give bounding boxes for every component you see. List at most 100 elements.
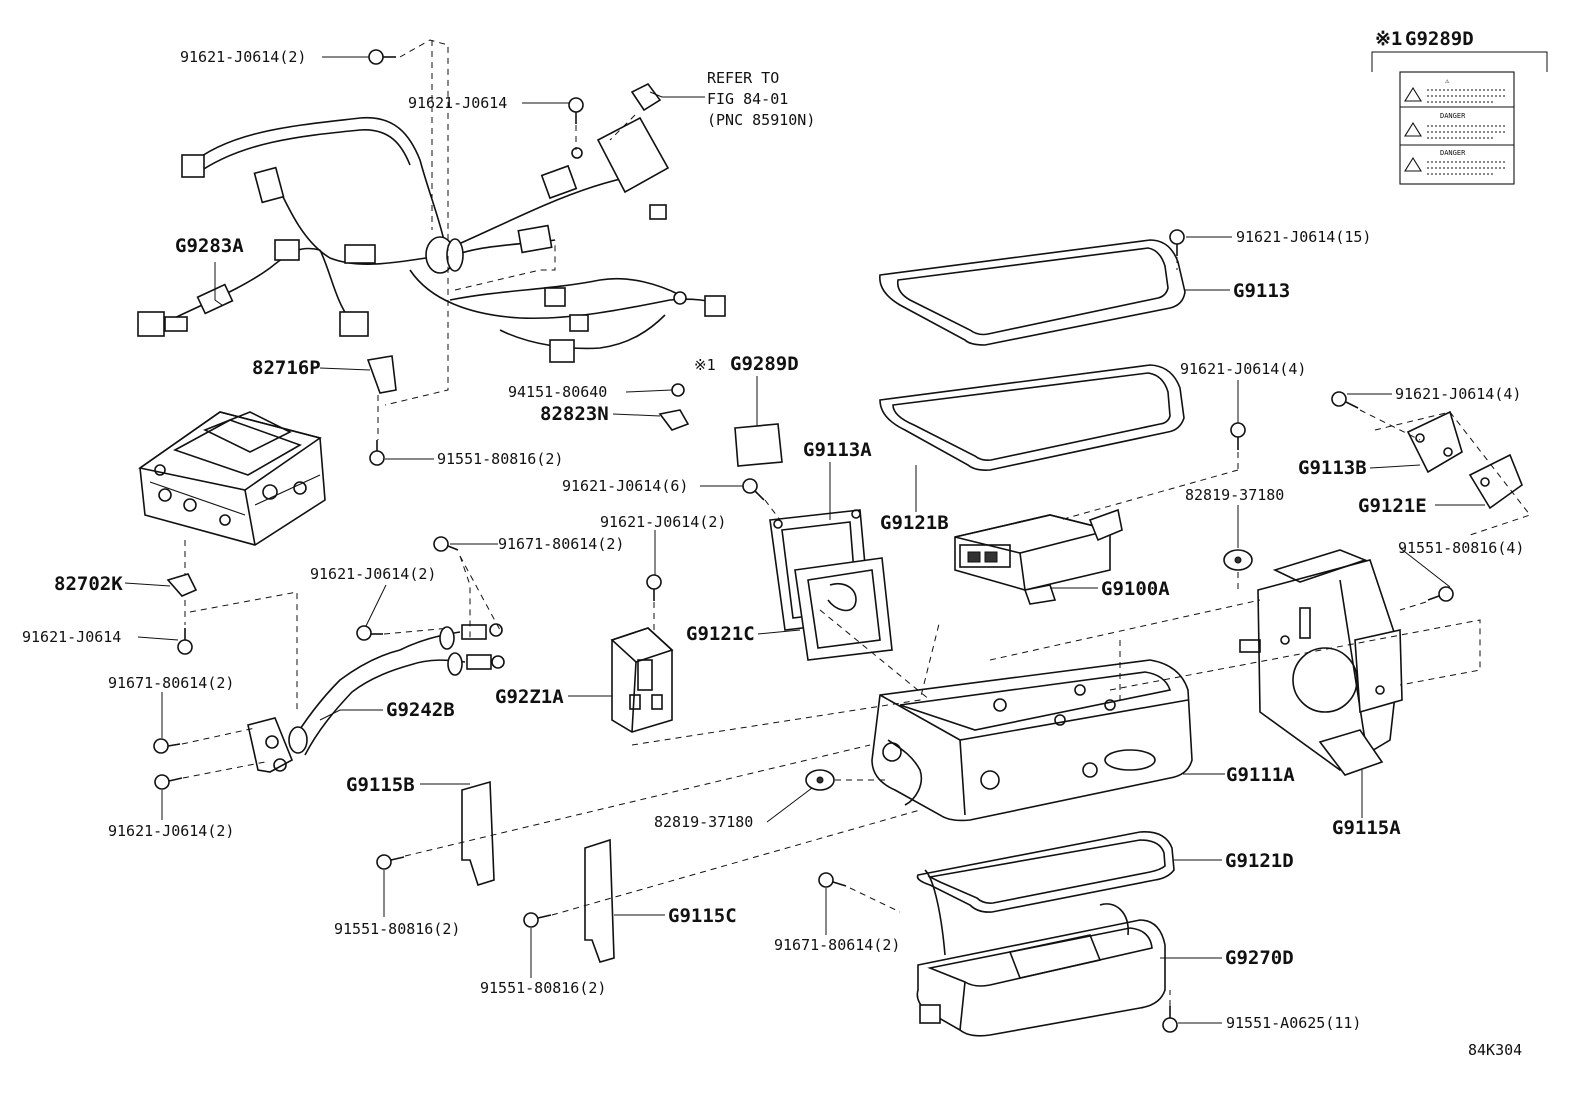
bolt-icon (818, 872, 847, 888)
wire-harness-g9283a (137, 82, 726, 363)
bolt-icon (1230, 422, 1246, 450)
callout-label[interactable]: 91551-80816(4) (1398, 539, 1524, 557)
bolt-icon (1427, 586, 1454, 602)
callout-label[interactable]: 82819-37180 (1185, 486, 1284, 504)
callout-label[interactable]: G9113B (1298, 457, 1367, 479)
plate-g9113b (1406, 410, 1463, 474)
note-mark: ※1 (694, 356, 716, 374)
callout-label[interactable]: 82819-37180 (654, 813, 753, 831)
callout-label[interactable]: 91551-A0625(11) (1226, 1014, 1361, 1032)
callout-label[interactable]: 91671-80614(2) (774, 936, 900, 954)
refer-note-line3: (PNC 85910N) (707, 111, 815, 129)
callout-label[interactable]: 91621-J0614(2) (600, 513, 726, 531)
sticker-g9289d (734, 423, 783, 467)
bracket-82702k (166, 573, 198, 597)
callout-label[interactable]: 94151-80640 (508, 383, 607, 401)
figure-code: 84K304 (1468, 1041, 1522, 1059)
caution-label-code: G9289D (1405, 28, 1474, 50)
gasket-g9121c (794, 557, 893, 661)
connector (181, 154, 205, 178)
callout-label[interactable]: 91621-J0614(2) (108, 822, 234, 840)
refer-note-line1: REFER TO (707, 69, 779, 87)
bolt-icon (1331, 391, 1359, 409)
gasket-g9121b (879, 364, 1185, 471)
alignment-lines (181, 39, 1531, 1006)
callout-label[interactable]: 91621-J0614(2) (180, 48, 306, 66)
bolt-icon (1162, 1006, 1178, 1033)
warning-triangle-icon (1404, 86, 1422, 102)
plate-g9121e (1468, 453, 1523, 510)
callout-label[interactable]: G9242B (386, 699, 455, 721)
callout-label[interactable]: 91621-J0614(15) (1236, 228, 1371, 246)
callout-label[interactable]: 82823N (540, 403, 609, 425)
bolt-icon (154, 774, 183, 790)
callout-label[interactable]: 91621-J0614 (22, 628, 121, 646)
callout-label[interactable]: G9111A (1226, 764, 1295, 786)
callout-label[interactable]: 82716P (252, 357, 321, 379)
leader-lines (124, 56, 1485, 1024)
bolt-icon (369, 440, 385, 466)
refer-note: REFER TO FIG 84-01 (PNC 85910N) (707, 69, 815, 129)
callout-label[interactable]: G9121D (1225, 850, 1294, 872)
bolt-icon (376, 854, 405, 870)
callout-label[interactable]: 91621-J0614(4) (1180, 360, 1306, 378)
callout-label[interactable]: G9270D (1225, 947, 1294, 969)
callout-label[interactable]: 91671-80614(2) (108, 674, 234, 692)
callout-label[interactable]: 91621-J0614 (408, 94, 507, 112)
callout-label[interactable]: 91621-J0614(4) (1395, 385, 1521, 403)
bolt-icon (523, 912, 552, 928)
callout-label[interactable]: G9113A (803, 439, 872, 461)
callout-label[interactable]: G92Z1A (495, 686, 564, 708)
warning-triangle-icon (1404, 156, 1422, 172)
inset-bracket (1371, 51, 1548, 72)
relay-connector (630, 82, 662, 112)
inverter-upper-unit (138, 411, 326, 546)
callout-label[interactable]: G9100A (1101, 578, 1170, 600)
callout-label[interactable]: 91551-80816(2) (480, 979, 606, 997)
warning-triangle-icon (1404, 121, 1422, 137)
callout-label[interactable]: G9115A (1332, 817, 1401, 839)
bolt-icon (568, 97, 584, 124)
callout-label[interactable]: G9121E (1358, 495, 1427, 517)
caution-label-inset: ※1 G9289D ⚠ DANGER DANGER (1371, 28, 1548, 185)
relay-block (596, 116, 670, 194)
caution-row-2: DANGER (1440, 112, 1466, 120)
bolt-icons (153, 49, 1454, 1033)
callout-label[interactable]: 91551-80816(2) (334, 920, 460, 938)
callout-label[interactable]: G9115B (346, 774, 415, 796)
callout-label[interactable]: 82702K (54, 573, 123, 595)
callout-label[interactable]: G9121B (880, 512, 949, 534)
callout-label[interactable]: G9289D (730, 353, 799, 375)
connector (253, 166, 285, 204)
callout-label[interactable]: 91621-J0614(6) (562, 477, 688, 495)
callout-label[interactable]: G9121C (686, 623, 755, 645)
case-g9270d (916, 869, 1166, 1037)
caution-row-1: ⚠ (1445, 77, 1450, 85)
nut-94151-80640 (671, 383, 685, 397)
callout-label[interactable]: 91551-80816(2) (437, 450, 563, 468)
clamp-82823n (658, 409, 690, 431)
bolt-icon (433, 536, 459, 552)
bolt-icon (153, 738, 181, 754)
cable-g9242b (247, 623, 505, 773)
connector (137, 311, 165, 337)
callout-label[interactable]: G9113 (1233, 280, 1290, 302)
gasket-g9121d (916, 831, 1175, 913)
callout-label[interactable]: G9115C (668, 905, 737, 927)
note-mark: ※1 (1375, 28, 1402, 50)
callout-label[interactable]: 91621-J0614(2) (310, 565, 436, 583)
refer-note-line2: FIG 84-01 (707, 90, 788, 108)
callout-labels: 91621-J0614(2) 91621-J0614 G9283A 82716P… (22, 48, 1524, 1032)
callout-label[interactable]: 91671-80614(2) (498, 535, 624, 553)
bracket-g9115b (461, 780, 495, 887)
case-g9111a (871, 659, 1193, 822)
bolt-icon (646, 574, 662, 601)
bolt-icon (356, 625, 383, 641)
bolt-icon (368, 49, 396, 65)
bracket-g92z1a (610, 627, 674, 733)
bolt-icon (177, 628, 193, 655)
ecu-g9100a (954, 508, 1123, 605)
callout-label[interactable]: G9283A (175, 235, 244, 257)
connector (339, 311, 369, 337)
cover-g9113 (879, 239, 1186, 346)
